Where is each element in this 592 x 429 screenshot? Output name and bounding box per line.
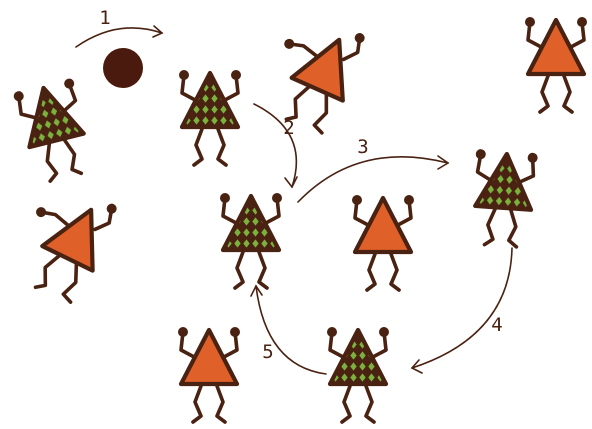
figure-hand	[105, 202, 118, 215]
figure-leg	[235, 252, 243, 288]
figure-leg	[391, 254, 399, 290]
step-label-4: 4	[491, 314, 502, 336]
ball	[103, 48, 143, 88]
figure-hand	[353, 31, 366, 44]
figure-leg	[259, 252, 267, 288]
step-label-5: 5	[262, 341, 273, 363]
step-label-2: 2	[283, 117, 294, 139]
figure-hand	[230, 327, 240, 337]
figure-leg	[36, 251, 61, 290]
figure-hand	[577, 17, 587, 27]
orange-figure-left	[6, 175, 123, 307]
figure-hand	[231, 70, 241, 80]
figure-body	[330, 330, 386, 384]
green-figure-center	[220, 193, 282, 288]
figure-body	[528, 20, 584, 74]
orange-figure-center-right	[352, 195, 414, 290]
figure-body	[181, 330, 237, 384]
pass-arrow-3	[298, 157, 448, 202]
figure-hand	[283, 37, 296, 50]
figure-leg	[342, 386, 350, 422]
figure-hand	[475, 149, 486, 160]
green-figure-right	[470, 149, 538, 248]
figure-leg	[193, 386, 201, 422]
figure-leg	[311, 93, 337, 133]
figure-hand	[404, 195, 414, 205]
figure-leg	[194, 129, 202, 165]
orange-figure-top-right	[525, 17, 587, 112]
figures-layer	[6, 6, 587, 422]
figure-leg	[366, 386, 374, 422]
orange-figure-top-center	[256, 6, 371, 137]
figure-hand	[525, 17, 535, 27]
figure-leg	[484, 209, 494, 245]
figure-hand	[63, 78, 75, 90]
figure-hand	[13, 90, 25, 102]
figure-hand	[179, 70, 189, 80]
step-label-3: 3	[357, 136, 368, 158]
figure-leg	[60, 263, 87, 302]
figure-leg	[508, 210, 518, 246]
figure-hand	[34, 205, 47, 218]
figure-hand	[352, 195, 362, 205]
green-figure-thrower	[13, 78, 96, 185]
figure-leg	[42, 144, 58, 181]
figure-leg	[218, 129, 226, 165]
figure-leg	[540, 76, 548, 112]
step-label-1: 1	[99, 7, 110, 29]
figure-body	[223, 196, 279, 250]
figure-hand	[178, 327, 188, 337]
figure-hand	[379, 327, 389, 337]
figure-leg	[217, 386, 225, 422]
labels-layer: 1 2 3 4 5	[99, 7, 502, 363]
figure-leg	[564, 76, 572, 112]
pass-arrow-1	[76, 28, 162, 47]
orange-figure-bottom-left	[178, 327, 240, 422]
figure-hand	[272, 193, 282, 203]
figure-leg	[65, 138, 81, 175]
figure-leg	[367, 254, 375, 290]
green-figure-bottom	[327, 327, 389, 422]
figure-hand	[527, 152, 538, 163]
figure-hand	[220, 193, 230, 203]
pass-arrow-4	[412, 248, 512, 368]
figure-body	[292, 28, 365, 100]
figure-body	[182, 73, 238, 127]
figure-hand	[327, 327, 337, 337]
green-figure-first-receiver	[179, 70, 241, 165]
figure-body	[355, 198, 411, 252]
